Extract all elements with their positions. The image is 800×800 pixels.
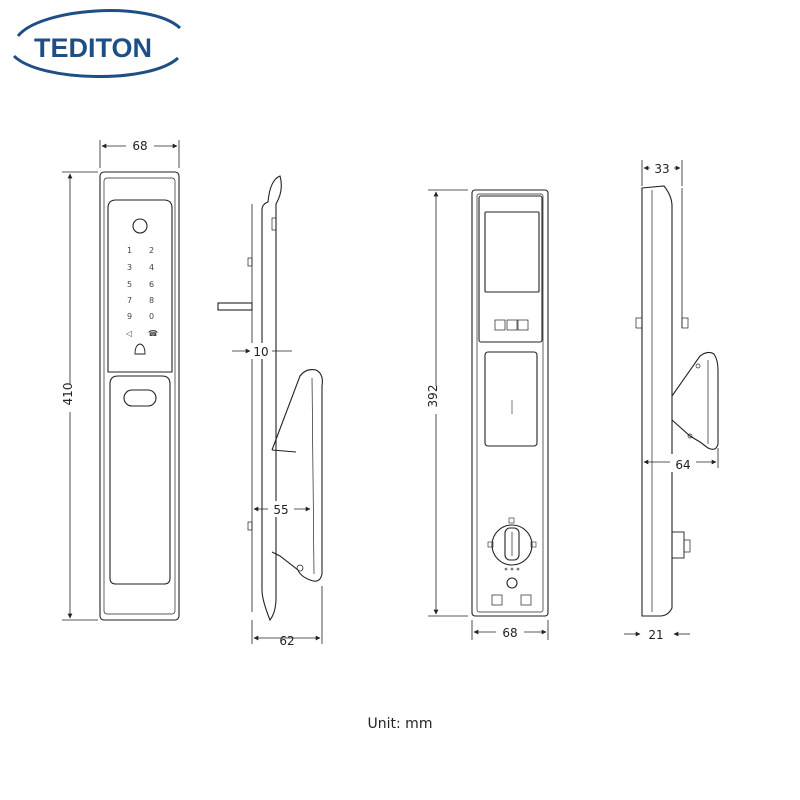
indicator-dot bbox=[510, 567, 514, 571]
key-4: 4 bbox=[149, 263, 154, 272]
reset-button bbox=[506, 577, 518, 589]
back-side-thumb-turn bbox=[671, 531, 685, 559]
unlock-icon bbox=[530, 541, 537, 548]
spindle bbox=[217, 302, 253, 311]
front-width-label: 68 bbox=[132, 139, 147, 153]
screen-button-middle bbox=[506, 319, 518, 331]
back-button-right bbox=[520, 594, 532, 606]
key-call: ☎ bbox=[148, 329, 158, 338]
side-thickness-label: 10 bbox=[253, 345, 268, 359]
screw-top bbox=[247, 257, 253, 267]
handle-pin-top bbox=[695, 363, 701, 369]
battery-cover bbox=[484, 351, 538, 447]
label-bg bbox=[670, 454, 696, 472]
back-button-left bbox=[491, 594, 503, 606]
side-body-profile bbox=[261, 175, 282, 622]
key-0: 0 bbox=[149, 312, 154, 321]
back-side-bottom-depth-label: 21 bbox=[648, 628, 663, 642]
back-side-handle-depth-label: 64 bbox=[675, 458, 690, 472]
key-3: 3 bbox=[127, 263, 132, 272]
label-bg bbox=[650, 160, 674, 176]
screw-bottom bbox=[247, 521, 253, 531]
handle-pin-bottom bbox=[687, 433, 693, 439]
side-handle-inner bbox=[311, 377, 315, 575]
back-width-label: 68 bbox=[502, 626, 517, 640]
back-side-thumb-knob bbox=[683, 539, 691, 553]
back-outer-frame bbox=[471, 189, 549, 617]
key-7: 7 bbox=[127, 296, 132, 305]
front-inner-frame bbox=[103, 177, 176, 615]
lock-icon bbox=[487, 541, 494, 548]
logo-arc-bottom bbox=[12, 54, 180, 78]
fingerprint-sensor-top bbox=[132, 218, 148, 234]
back-side-latch bbox=[681, 317, 689, 329]
label-bg bbox=[61, 384, 79, 412]
key-5: 5 bbox=[127, 280, 132, 289]
side-handle-pin bbox=[296, 564, 304, 572]
keypad-keys: 1 2 3 4 5 6 7 8 9 0 ◁ ☎ bbox=[125, 246, 158, 338]
indicator-dot bbox=[504, 567, 508, 571]
handle-fingerprint-sensor bbox=[123, 389, 157, 407]
back-inner-frame bbox=[476, 193, 544, 613]
display-screen bbox=[484, 211, 540, 293]
label-bg bbox=[496, 624, 524, 640]
unit-note: Unit: mm bbox=[368, 716, 433, 732]
key-2: 2 bbox=[149, 246, 154, 255]
key-9: 9 bbox=[127, 312, 132, 321]
back-side-handle bbox=[671, 351, 719, 450]
thumb-turn-ring bbox=[491, 524, 533, 566]
key-1: 1 bbox=[127, 246, 132, 255]
back-side-screw bbox=[635, 317, 643, 329]
key-8: 8 bbox=[149, 296, 154, 305]
side-dimensions bbox=[232, 348, 323, 644]
brand-name: TEDITON bbox=[34, 33, 152, 63]
indicator-dot bbox=[516, 567, 520, 571]
back-side-top-width-label: 33 bbox=[654, 162, 669, 176]
label-bg bbox=[126, 137, 154, 153]
side-handle bbox=[271, 369, 323, 582]
thumb-turn-knob bbox=[504, 527, 520, 561]
back-side-dimensions bbox=[624, 160, 719, 637]
mode-icon bbox=[508, 517, 515, 524]
side-handle-depth-label: 55 bbox=[273, 503, 288, 517]
side-latch bbox=[271, 217, 277, 231]
doorbell-icon bbox=[134, 343, 146, 355]
logo-arc-top bbox=[16, 9, 182, 38]
side-view bbox=[217, 175, 323, 622]
key-speaker: ◁ bbox=[125, 329, 132, 338]
key-6: 6 bbox=[149, 280, 154, 289]
side-total-depth-label: 62 bbox=[279, 634, 294, 648]
front-handle bbox=[109, 375, 171, 585]
screen-button-right bbox=[517, 319, 529, 331]
front-outer-frame bbox=[99, 171, 180, 621]
back-view bbox=[471, 189, 549, 617]
screen-module bbox=[478, 195, 543, 343]
back-side-body bbox=[641, 185, 673, 617]
screen-button-left bbox=[494, 319, 506, 331]
label-bg bbox=[250, 343, 272, 359]
brand-logo: TEDITON bbox=[12, 9, 182, 78]
label-bg bbox=[427, 386, 445, 414]
front-view bbox=[99, 171, 180, 621]
front-dimensions bbox=[62, 140, 180, 621]
label-bg bbox=[268, 501, 294, 517]
back-dimensions bbox=[428, 189, 549, 640]
keypad-panel bbox=[107, 199, 173, 373]
back-side-view bbox=[635, 185, 719, 617]
front-height-label: 410 bbox=[61, 383, 75, 406]
back-height-label: 392 bbox=[426, 385, 440, 408]
